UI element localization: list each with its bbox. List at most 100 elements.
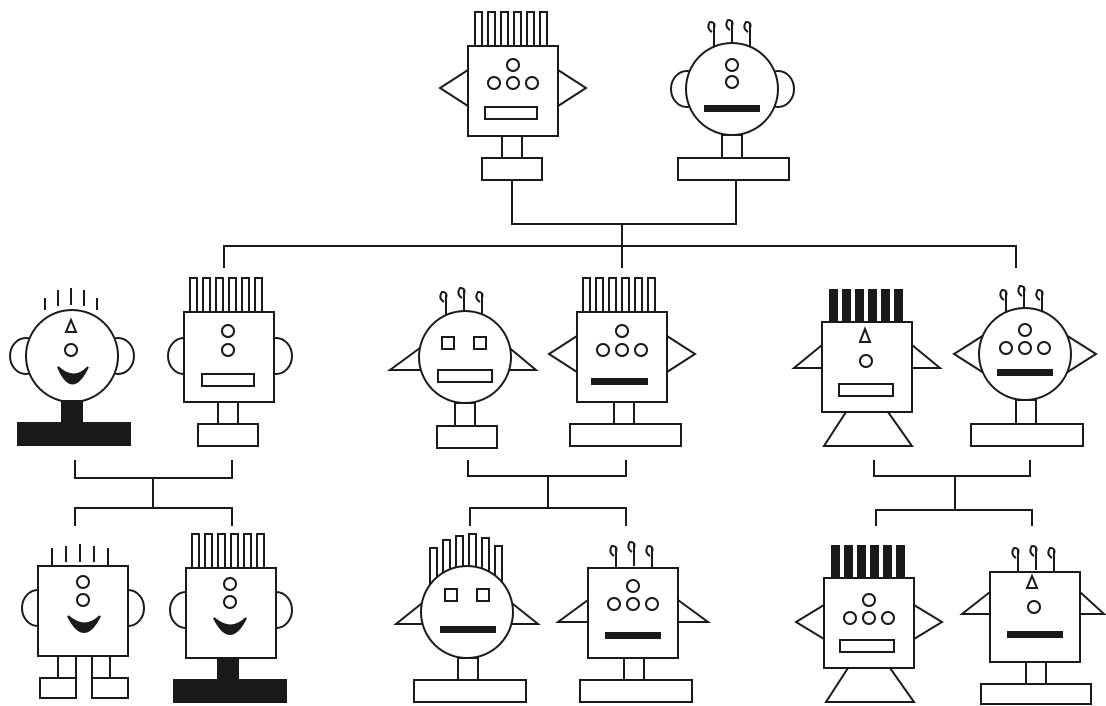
- connector-couple-right: [873, 460, 1033, 526]
- eye-lower: [725, 75, 739, 89]
- neck: [1015, 399, 1037, 425]
- ear-triangle-left: [794, 603, 825, 641]
- eye-square-left: [444, 588, 458, 602]
- hair-spikes: [51, 544, 109, 566]
- neck: [613, 401, 635, 425]
- ear-triangle-right: [913, 603, 944, 641]
- base-wide: [579, 679, 693, 703]
- robot-c4: [547, 277, 697, 447]
- robot-g3: [393, 533, 541, 703]
- head-round: [420, 565, 514, 659]
- robot-c3: [386, 286, 539, 449]
- eye-square-right: [473, 336, 487, 350]
- base-wide: [569, 423, 682, 447]
- eye-lower: [221, 343, 235, 357]
- hair-bars: [474, 11, 548, 47]
- neck: [217, 401, 239, 425]
- neck-black: [61, 400, 83, 424]
- robot-g1: [21, 544, 145, 699]
- neck: [721, 134, 743, 159]
- ear-triangle-right: [557, 68, 588, 108]
- connector-lines: [74, 180, 1033, 526]
- eyes-circles: [487, 58, 539, 90]
- hair-curls: [439, 286, 484, 316]
- leg-left: [57, 655, 77, 679]
- eye-upper: [221, 324, 235, 338]
- neck: [454, 402, 476, 427]
- robot-c6: [952, 284, 1098, 447]
- hair-curls: [999, 284, 1044, 312]
- neck: [501, 135, 523, 159]
- mouth-rect: [437, 369, 493, 383]
- ear-triangle-left: [554, 598, 589, 623]
- robot-c5: [791, 289, 943, 447]
- eyes-circles: [596, 324, 648, 357]
- eye-square-left: [441, 336, 455, 350]
- connector-parents-to-children: [223, 224, 1017, 268]
- base-wide: [970, 423, 1084, 447]
- base-wide-black: [173, 679, 287, 703]
- ear-triangle-right: [911, 342, 943, 369]
- robot-g2: [169, 533, 293, 703]
- ear-triangle-left: [791, 342, 823, 369]
- mouth-smile: [67, 615, 101, 633]
- mouth-rect: [838, 383, 894, 397]
- mouth-line: [591, 378, 648, 385]
- ear-triangle-right: [1079, 589, 1106, 615]
- foot-left: [39, 677, 77, 699]
- mouth-line: [997, 369, 1053, 376]
- eye: [64, 343, 78, 357]
- robot-g5: [794, 545, 944, 703]
- mouth-line: [1007, 631, 1063, 638]
- base-small: [197, 423, 259, 447]
- hair-bars: [189, 277, 263, 313]
- hair-bars: [582, 277, 656, 313]
- mouth-smile: [57, 366, 89, 385]
- connector-parents-couple: [511, 180, 737, 225]
- eyes-circles: [843, 593, 895, 625]
- eyes-circles: [607, 579, 659, 611]
- connector-couple-middle: [467, 460, 627, 526]
- base-trapezoid: [822, 411, 914, 447]
- eye-upper: [76, 575, 90, 589]
- ear-triangle-left: [547, 334, 578, 374]
- base-small: [436, 425, 498, 449]
- nose-triangle: [64, 317, 78, 333]
- foot-right: [91, 677, 129, 699]
- base-trapezoid: [824, 667, 916, 703]
- robot-c1: [9, 288, 135, 446]
- ear-triangle-left: [959, 589, 991, 615]
- mouth-rect: [484, 106, 538, 120]
- mouth-line: [440, 626, 496, 633]
- hair-bars-black: [831, 545, 905, 579]
- eyes-circles: [999, 323, 1051, 355]
- nose-triangle: [858, 326, 872, 343]
- robot-c2: [167, 277, 293, 447]
- mouth-smile: [213, 617, 247, 635]
- ear-triangle-right: [677, 598, 712, 623]
- base-wide: [677, 157, 790, 181]
- eye-square-right: [476, 588, 490, 602]
- robot-p2: [670, 18, 795, 181]
- base-wide: [980, 683, 1092, 705]
- eye-upper: [725, 58, 739, 72]
- robot-g6: [959, 544, 1106, 705]
- neck: [1025, 661, 1047, 685]
- eye-lower: [76, 593, 90, 607]
- mouth-line: [704, 105, 760, 112]
- hair-spikes: [44, 288, 98, 310]
- mouth-line: [605, 632, 661, 639]
- hair-curls: [707, 18, 752, 46]
- connector-couple-left: [74, 460, 233, 526]
- eye-upper: [223, 577, 237, 591]
- ear-triangle-left: [438, 68, 469, 108]
- ear-triangle-right: [666, 334, 697, 374]
- hair-curls: [1011, 544, 1056, 572]
- eye-lower: [223, 595, 237, 609]
- neck: [457, 657, 479, 681]
- neck: [623, 657, 645, 681]
- neck-black: [217, 657, 239, 681]
- base-wide: [413, 679, 527, 703]
